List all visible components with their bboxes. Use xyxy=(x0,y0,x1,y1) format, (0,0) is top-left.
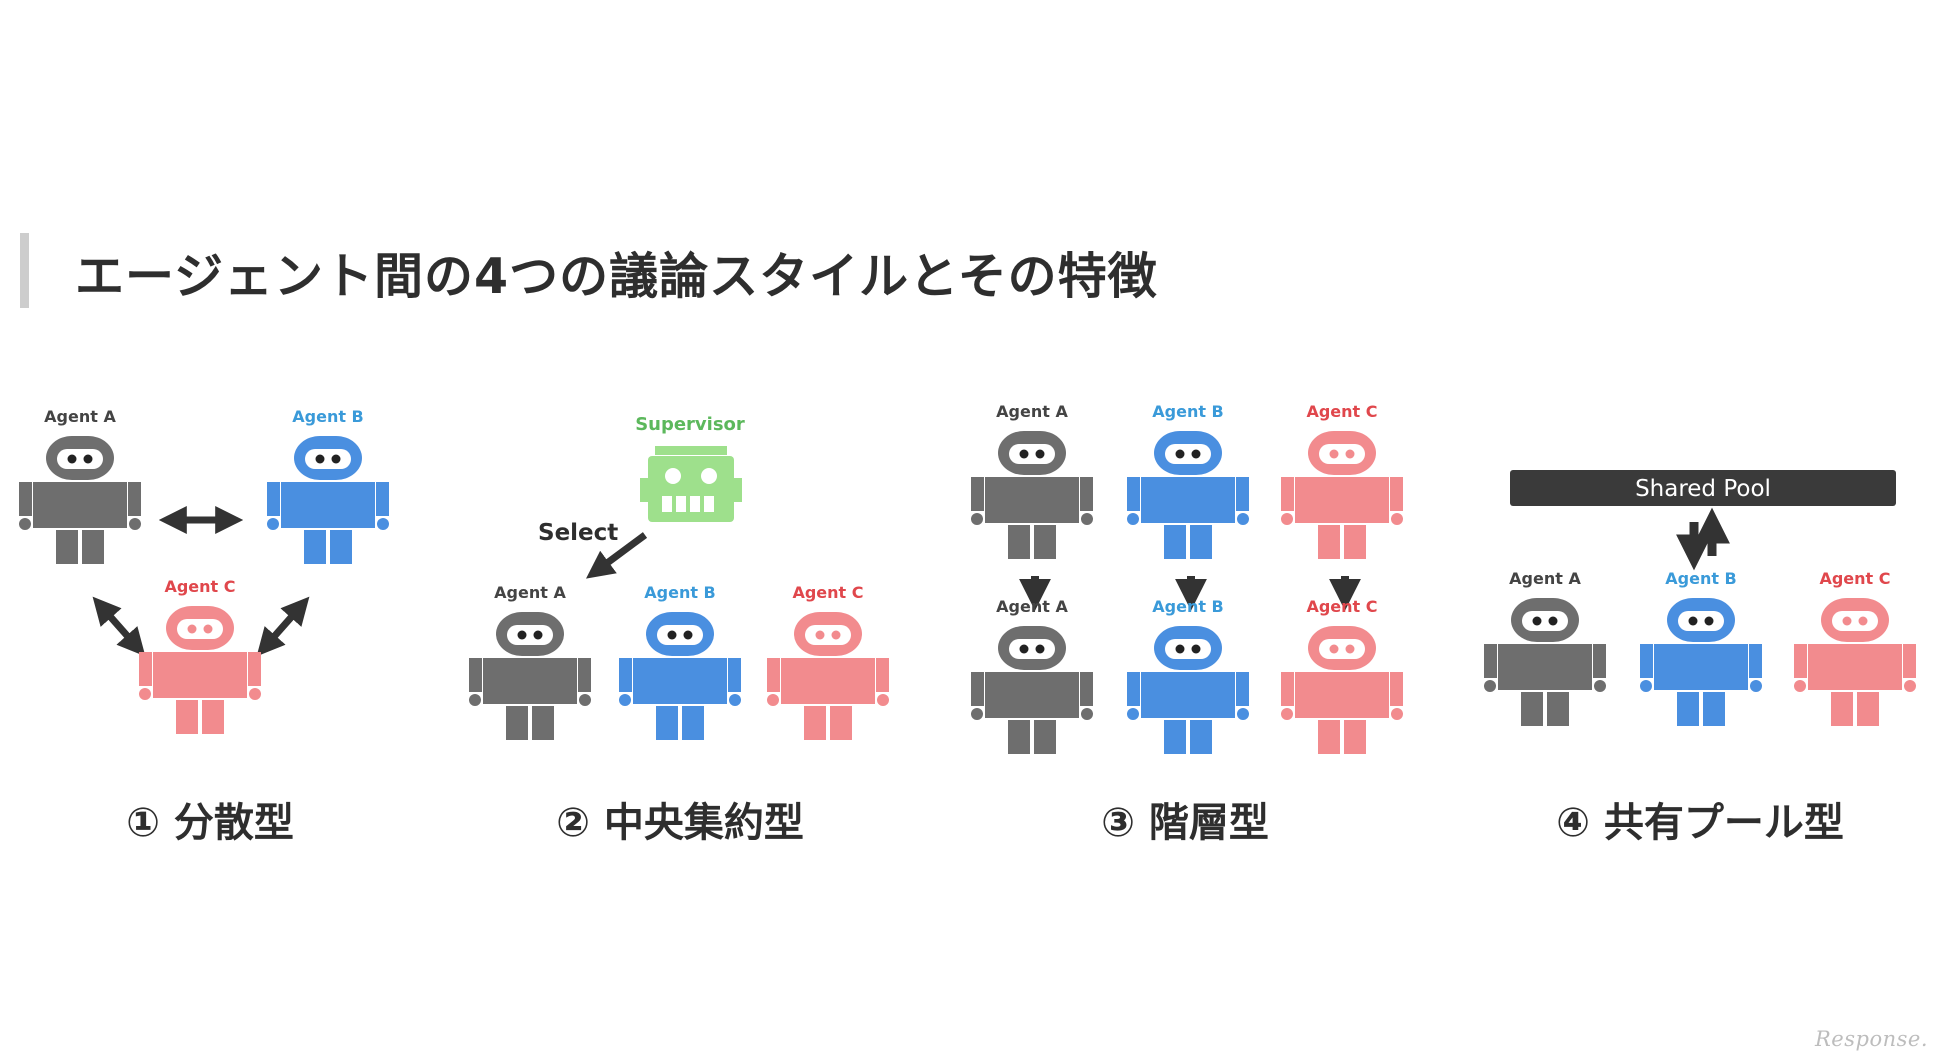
agent-label: Agent A xyxy=(1509,569,1581,588)
agent-label: Agent B xyxy=(1152,402,1224,421)
panel1-robot-a: Agent A xyxy=(19,407,141,564)
caption-shared-pool: ④ 共有プール型 xyxy=(1556,800,1844,846)
bidirectional-arrow-b-c xyxy=(256,596,310,657)
select-arrow xyxy=(585,532,648,579)
panel4-robot-c: Agent C xyxy=(1794,569,1916,726)
agent-label: Agent B xyxy=(644,583,716,602)
panel3-top-robot-b: Agent B xyxy=(1127,402,1249,559)
panel3-bottom-robot-b: Agent B xyxy=(1127,597,1249,754)
title-accent-bar xyxy=(20,233,29,308)
supervisor-robot-icon xyxy=(640,446,742,522)
bidirectional-arrow-a-c xyxy=(92,596,146,657)
page-title: エージェント間の4つの議論スタイルとその特徴 xyxy=(75,248,1158,305)
agent-label: Agent C xyxy=(1306,597,1377,616)
caption-centralized: ② 中央集約型 xyxy=(556,800,804,846)
panel4-robot-a: Agent A xyxy=(1484,569,1606,726)
agent-label: Agent A xyxy=(996,402,1068,421)
agent-label: Agent B xyxy=(292,407,364,426)
agent-label: Agent C xyxy=(1819,569,1890,588)
agent-label: Agent A xyxy=(494,583,566,602)
agent-label: Agent C xyxy=(164,577,235,596)
panel4-robot-b: Agent B xyxy=(1640,569,1762,726)
agent-label: Agent C xyxy=(792,583,863,602)
exchange-arrows-icon xyxy=(1676,507,1730,571)
panel3-bottom-robot-a: Agent A xyxy=(971,597,1093,754)
caption-hierarchical: ③ 階層型 xyxy=(1101,800,1269,846)
panel2-robot-a: Agent A xyxy=(469,583,591,740)
agent-label: Agent C xyxy=(1306,402,1377,421)
shared-pool-label: Shared Pool xyxy=(1635,476,1771,502)
panel2-robot-c: Agent C xyxy=(767,583,889,740)
caption-distributed: ① 分散型 xyxy=(126,800,294,846)
panel3-bottom-robot-c: Agent C xyxy=(1281,597,1403,754)
panel1-robot-c: Agent C xyxy=(139,577,261,734)
watermark: Response. xyxy=(1814,1027,1928,1051)
select-label: Select xyxy=(538,520,618,546)
agent-label: Agent A xyxy=(44,407,116,426)
panel3-top-robot-a: Agent A xyxy=(971,402,1093,559)
shared-pool-bar xyxy=(1510,470,1896,506)
agent-label: Agent B xyxy=(1665,569,1737,588)
panel1-robot-b: Agent B xyxy=(267,407,389,564)
agent-label: Agent A xyxy=(996,597,1068,616)
panel3-top-robot-c: Agent C xyxy=(1281,402,1403,559)
panel2-robot-b: Agent B xyxy=(619,583,741,740)
agent-label: Agent B xyxy=(1152,597,1224,616)
supervisor-label: Supervisor xyxy=(635,414,745,435)
